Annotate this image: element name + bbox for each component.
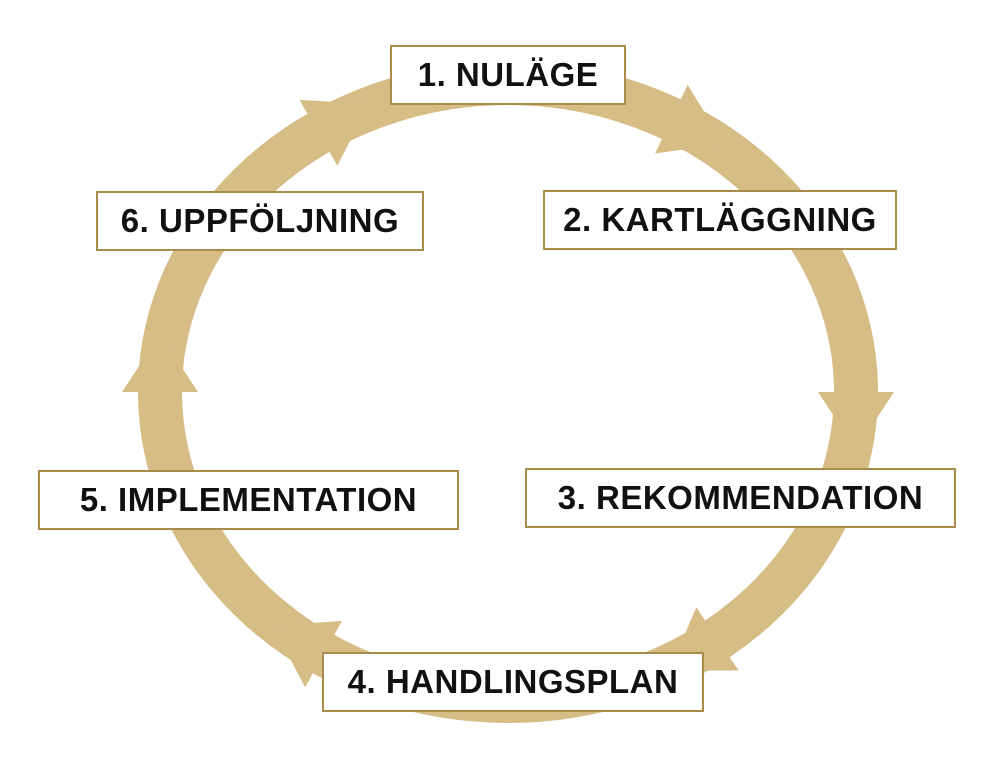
cycle-arrowheads bbox=[122, 84, 894, 688]
cycle-ring-path bbox=[138, 61, 878, 723]
step-4-box: 4. HANDLINGSPLAN bbox=[322, 652, 704, 712]
step-3-box: 3. REKOMMENDATION bbox=[525, 468, 956, 528]
arrowhead-6 bbox=[299, 99, 369, 166]
step-4-label: 4. HANDLINGSPLAN bbox=[347, 663, 679, 700]
step-1-box: 1. NULÄGE bbox=[390, 45, 626, 105]
step-6-box: 6. UPPFÖLJNING bbox=[96, 191, 424, 251]
step-1-label: 1. NULÄGE bbox=[417, 56, 599, 93]
arrowhead-2 bbox=[818, 392, 894, 450]
step-5-label: 5. IMPLEMENTATION bbox=[79, 481, 418, 518]
step-3-label: 3. REKOMMENDATION bbox=[557, 479, 924, 516]
step-2-box: 2. KARTLÄGGNING bbox=[543, 190, 897, 250]
step-5-box: 5. IMPLEMENTATION bbox=[38, 470, 459, 530]
step-2-label: 2. KARTLÄGGNING bbox=[563, 201, 877, 238]
arrowhead-4 bbox=[272, 620, 343, 688]
cycle-ring bbox=[138, 61, 878, 723]
arrowhead-1 bbox=[655, 84, 724, 154]
arrowhead-5 bbox=[122, 334, 198, 392]
step-6-label: 6. UPPFÖLJNING bbox=[120, 202, 400, 239]
